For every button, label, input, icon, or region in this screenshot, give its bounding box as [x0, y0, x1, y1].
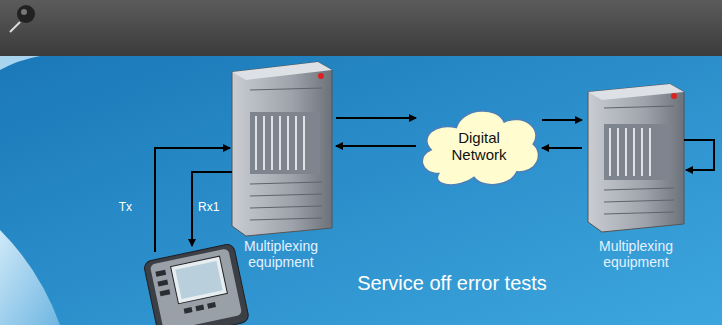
- link-arrow: [336, 117, 416, 119]
- signal-name: Tx: [119, 200, 132, 214]
- rack-illustration: [588, 84, 684, 232]
- signal-name: Rx1: [198, 200, 219, 214]
- equipment-node: Multiplexing equipment: [226, 62, 336, 270]
- equipment-node: Multiplexing equipment: [582, 84, 690, 270]
- network-cloud: Digital Network: [416, 100, 542, 192]
- blue-panel: [0, 56, 722, 325]
- loopback-wire: [684, 140, 714, 170]
- pushpin: [10, 5, 35, 32]
- cloud-label: Digital Network: [439, 129, 519, 163]
- top-bar: [0, 0, 722, 56]
- equipment-label: Multiplexing equipment: [231, 238, 331, 270]
- rx-wire: [192, 172, 232, 246]
- rack-illustration: [232, 62, 332, 236]
- equipment-label: Multiplexing equipment: [586, 238, 686, 270]
- test-instrument: [143, 243, 250, 325]
- page-curl: [0, 230, 60, 325]
- link-arrow: [542, 119, 582, 121]
- link-arrow: [542, 147, 582, 149]
- link-arrow: [336, 145, 416, 147]
- caption: Service off error tests: [357, 272, 547, 295]
